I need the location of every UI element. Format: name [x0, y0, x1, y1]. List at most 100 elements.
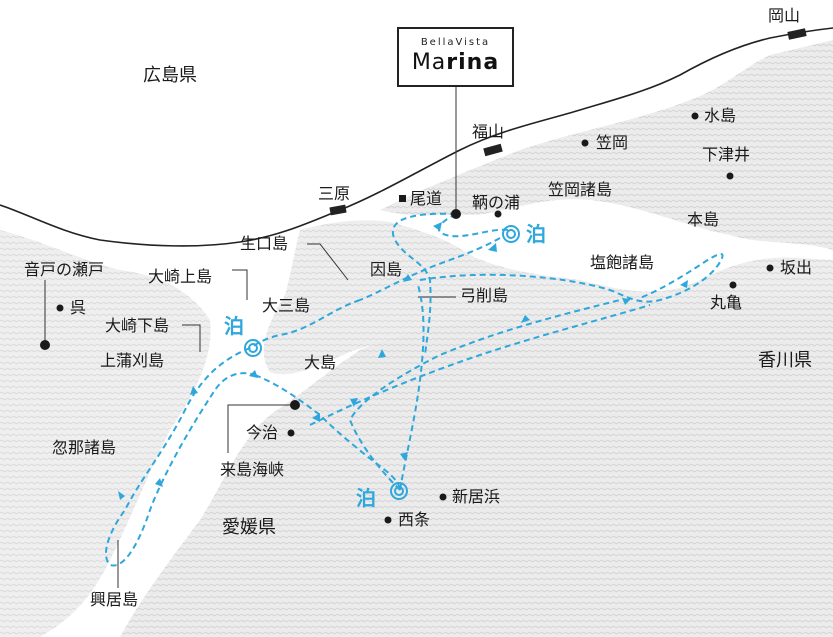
label-hiroshima: 広島県: [143, 65, 197, 86]
route-saijo-shiwaku: [348, 299, 621, 491]
bella-vista-marina-logo: BellaVista Marina: [397, 27, 514, 87]
label-fukuyama: 福山: [472, 122, 505, 141]
label-honjima: 本島: [687, 210, 720, 229]
label-kagawa: 香川県: [758, 350, 812, 371]
place-dots: [40, 112, 774, 524]
route-onomichi-loop: [392, 212, 457, 356]
prefecture-border: [0, 27, 833, 247]
route-arrows: [118, 222, 688, 500]
label-gogoshima: 興居島: [90, 590, 139, 609]
mihara-station-marker: [329, 204, 347, 216]
arrow-2: [488, 243, 497, 252]
route-innoshima-omishima: [249, 299, 361, 349]
arrow-8: [190, 386, 198, 395]
label-innoshima: 因島: [370, 260, 403, 279]
label-ehime: 愛媛県: [222, 517, 276, 538]
arrow-1: [433, 222, 442, 231]
dot-kure: [56, 304, 64, 312]
label-yugeshima: 弓削島: [460, 286, 509, 305]
dot-kurushima: [290, 400, 300, 410]
label-imabari: 今治: [246, 423, 279, 442]
osakikamijima-leader: [232, 269, 248, 300]
label-tomonoura: 鞆の浦: [472, 193, 521, 212]
label-sakaide: 坂出: [780, 258, 813, 277]
dot-shimotsui: [726, 172, 734, 180]
islands-west: [0, 230, 211, 637]
arrow-12: [400, 452, 408, 461]
label-mizushima: 水島: [704, 106, 737, 125]
dot-imabari: [287, 429, 295, 437]
label-onomichi: 尾道: [410, 189, 443, 208]
stay-label-saijo: 泊: [356, 486, 376, 510]
label-niihama: 新居浜: [452, 487, 501, 506]
label-kasaoka-islands: 笠岡諸島: [548, 180, 613, 199]
route-omishima-kutsuna: [105, 347, 256, 567]
arrow-14: [312, 413, 320, 422]
label-oshima: 大島: [304, 353, 337, 372]
label-osakishimojima: 大崎下島: [105, 316, 170, 335]
kurushima-leader: [227, 404, 292, 453]
label-marugame: 丸亀: [710, 293, 743, 312]
label-ondo-strait: 音戸の瀬戸: [24, 260, 105, 279]
arrow-7: [680, 280, 688, 288]
osakishimojima-leader: [182, 324, 201, 352]
arrow-6: [622, 298, 631, 305]
label-ikuchijima: 生口島: [240, 234, 289, 253]
ikuchijima-leader: [307, 243, 349, 281]
dot-ondo-strait: [40, 340, 50, 350]
label-kamikamagarijima: 上蒲刈島: [100, 351, 165, 370]
dot-kasaoka: [581, 139, 589, 147]
shikoku-land: [120, 295, 833, 637]
route-cross-east: [309, 304, 651, 426]
dot-tomonoura: [494, 210, 502, 218]
logo-line2-regular: Ma: [411, 50, 447, 75]
route-kurushima: [254, 374, 401, 491]
route-shiwaku-loop: [419, 253, 724, 303]
label-shiwaku-islands: 塩飽諸島: [590, 253, 655, 272]
dot-marugame: [729, 281, 737, 289]
arrow-11: [350, 398, 358, 407]
arrow-4: [378, 349, 386, 358]
stay-marker-tomonoura: [502, 225, 520, 243]
label-kasaoka: 笠岡: [596, 133, 629, 152]
cruise-route: [105, 212, 724, 567]
logo-line2-bold: rina: [446, 50, 500, 75]
honshu-land: [0, 0, 833, 241]
label-mihara: 三原: [318, 184, 351, 203]
label-omishima: 大三島: [262, 296, 311, 315]
arrow-10: [155, 478, 163, 487]
route-tomo-innoshima: [359, 237, 501, 301]
label-kutsuna-islands: 忽那諸島: [52, 438, 117, 457]
arrow-5: [521, 315, 530, 323]
onomichi-square-marker: [399, 195, 406, 202]
logo-line1: BellaVista: [420, 37, 491, 48]
fukuyama-station-marker: [483, 143, 503, 157]
okayama-station-marker: [787, 28, 807, 40]
arrow-9: [118, 491, 125, 500]
route-saijo-north: [399, 284, 425, 491]
dot-mizushima: [691, 112, 699, 120]
stay-label-osakikamijima: 泊: [224, 314, 244, 338]
dot-saijo: [384, 516, 392, 524]
label-kurushima-strait: 来島海峡: [220, 460, 285, 479]
route-onomichi-tomo: [437, 213, 511, 238]
label-okayama: 岡山: [768, 6, 801, 25]
stay-marker-saijo: [390, 482, 408, 500]
label-kure: 呉: [70, 298, 87, 317]
arrow-3: [403, 274, 412, 282]
stay-marker-osakikamijima: [244, 339, 262, 357]
stay-markers: [244, 225, 520, 500]
dot-onomichi: [451, 209, 461, 219]
honshu-coast: [380, 40, 833, 250]
label-saijo: 西条: [398, 510, 431, 529]
logo-line2: Marina: [399, 50, 512, 75]
arrow-13: [249, 370, 258, 378]
label-shimotsui: 下津井: [702, 145, 751, 164]
dot-niihama: [439, 493, 447, 501]
stay-label-tomonoura: 泊: [526, 222, 546, 246]
label-osakikamijima: 大崎上島: [148, 267, 213, 286]
dot-sakaide: [766, 264, 774, 272]
islands-central: [263, 220, 833, 375]
